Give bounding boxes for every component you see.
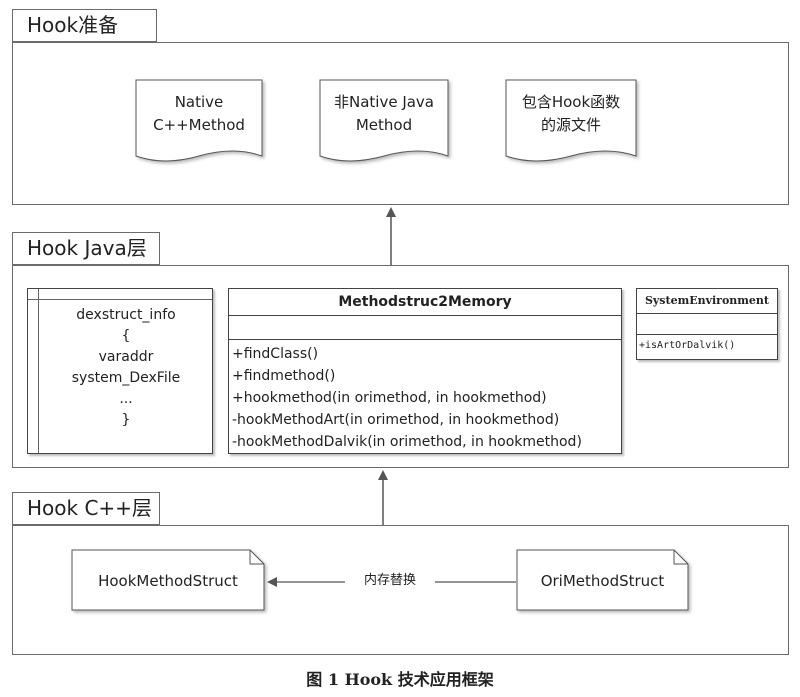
dexstruct-line: ... bbox=[119, 391, 133, 407]
dexstruct-line: } bbox=[121, 412, 131, 428]
native-cpp-method-doc: Native C++Method bbox=[136, 91, 262, 137]
class-method: -hookMethodDalvik(in orimethod, in hookm… bbox=[232, 434, 582, 450]
document-shape-orimethodstruct bbox=[516, 549, 689, 611]
class-method: -hookMethodArt(in orimethod, in hookmeth… bbox=[232, 412, 560, 428]
prep-section-title: Hook准备 bbox=[12, 9, 157, 42]
doc-line: 的源文件 bbox=[540, 116, 601, 134]
document-shape-source bbox=[505, 79, 637, 162]
class-method: +hookmethod(in orimethod, in hookmethod) bbox=[232, 390, 547, 406]
doc-line: C++Method bbox=[153, 116, 245, 134]
methodstruc2memory-class: Methodstruc2Memory +findClass() +findmet… bbox=[228, 288, 622, 454]
class-title: Methodstruc2Memory bbox=[229, 289, 621, 316]
document-shape-java bbox=[319, 79, 449, 162]
dexstruct-line: varaddr bbox=[98, 349, 154, 365]
class-attributes bbox=[229, 316, 621, 340]
document-shape-hookmethodstruct bbox=[71, 549, 265, 611]
class-title: SystemEnvironment bbox=[637, 289, 777, 314]
doc-line: 包含Hook函数 bbox=[521, 93, 621, 111]
dexstruct-line: { bbox=[121, 328, 131, 344]
hookmethodstruct-label: HookMethodStruct bbox=[98, 572, 238, 590]
document-shape-native bbox=[135, 79, 263, 162]
class-method: +findClass() bbox=[232, 346, 319, 362]
memory-replace-label: 内存替换 bbox=[345, 572, 435, 590]
dexstruct-line: system_DexFile bbox=[71, 370, 181, 386]
doc-line: 非Native Java bbox=[333, 93, 435, 111]
class-attributes bbox=[637, 314, 777, 335]
dexstruct-panel: dexstruct_info { varaddr system_DexFile … bbox=[27, 288, 213, 454]
hook-source-file-doc: 包含Hook函数 的源文件 bbox=[506, 91, 636, 137]
non-native-java-method-doc: 非Native Java Method bbox=[320, 91, 448, 137]
dexstruct-line: dexstruct_info bbox=[76, 307, 176, 323]
cpp-section-title: Hook C++层 bbox=[12, 492, 160, 525]
doc-line: Native bbox=[174, 93, 224, 111]
doc-line: Method bbox=[355, 116, 413, 134]
class-method: +isArtOrDalvik() bbox=[639, 340, 736, 351]
systemenvironment-class: SystemEnvironment +isArtOrDalvik() bbox=[636, 288, 778, 360]
class-method: +findmethod() bbox=[232, 368, 336, 384]
java-section-title: Hook Java层 bbox=[12, 232, 160, 265]
figure-caption: 图 1 Hook 技术应用框架 bbox=[306, 670, 494, 689]
orimethodstruct-label: OriMethodStruct bbox=[540, 572, 665, 590]
